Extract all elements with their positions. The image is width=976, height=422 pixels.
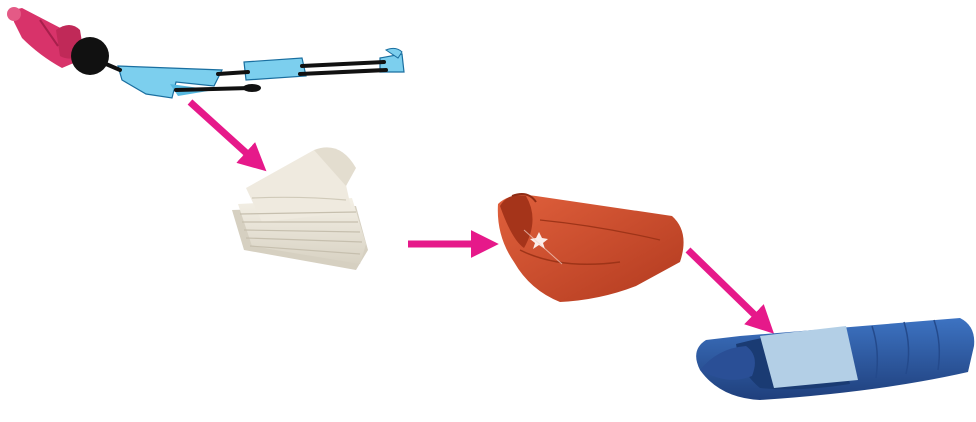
folded-fleece-blanket-icon [232, 147, 368, 270]
head-icon [71, 37, 109, 75]
mummy-sleeping-bag-icon [696, 318, 974, 400]
arrow-icon [688, 250, 762, 322]
person-lying-in-winter-hat-icon [7, 7, 404, 98]
rolled-fleece-liner-icon [498, 194, 684, 302]
arrow-icon [190, 102, 254, 160]
clothing-icon [118, 48, 404, 98]
